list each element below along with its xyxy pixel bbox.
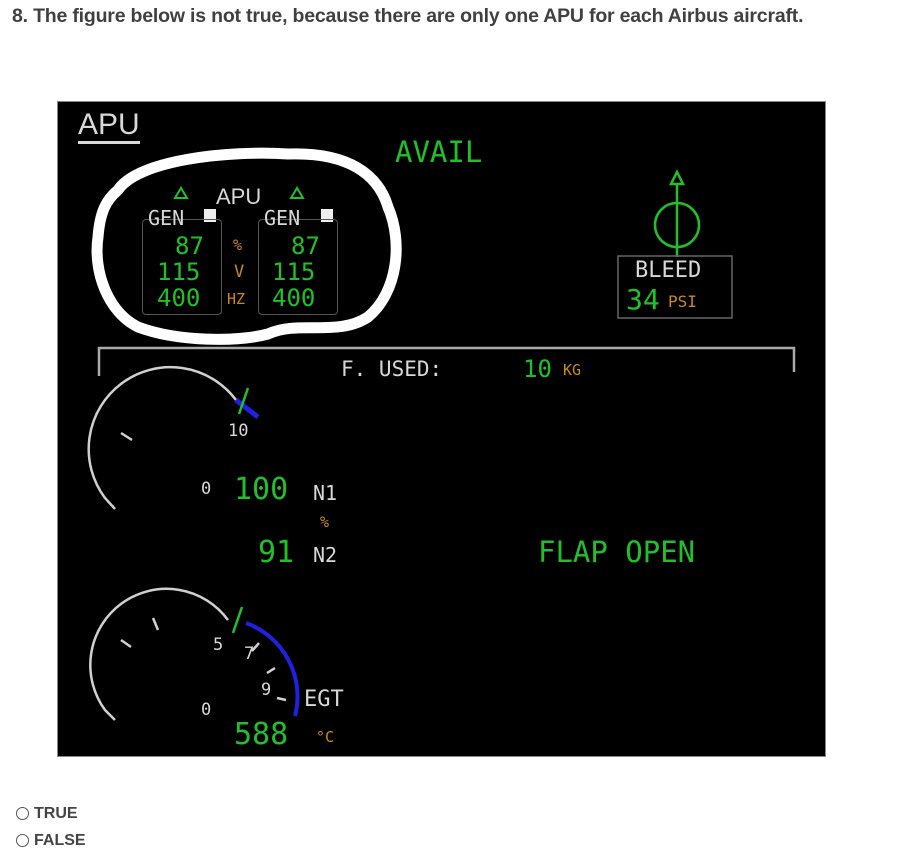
gen-right-freq: 400 <box>272 284 316 312</box>
unit-load: % <box>233 236 243 254</box>
n-gauge <box>87 365 260 510</box>
option-false-label: FALSE <box>34 831 86 849</box>
bleed-label: BLEED <box>635 258 702 283</box>
gen-left-triangle-icon <box>173 186 189 199</box>
gen-left-load: 87 <box>175 232 204 260</box>
n2-value: 91 <box>258 535 295 570</box>
ecam-apu-page-figure: APU AVAIL APU GEN GEN 87 115 400 % V HZ … <box>57 101 826 757</box>
bleed-value: 34 <box>626 283 660 316</box>
gen-right-box <box>258 219 338 315</box>
egt-unit: °C <box>316 728 335 746</box>
bleed-box <box>617 255 733 319</box>
fuel-used-unit: KG <box>563 361 582 379</box>
n1-label: N1 <box>313 481 338 505</box>
answer-options: TRUE FALSE <box>16 800 86 854</box>
egt-label: EGT <box>304 687 344 712</box>
radio-true[interactable] <box>16 807 29 820</box>
n-gauge-tick-10: 10 <box>228 421 249 441</box>
gen-right-triangle-icon <box>289 186 305 199</box>
egt-tick-5: 5 <box>213 635 224 655</box>
gen-header: APU <box>216 184 262 209</box>
page-title: APU <box>78 110 140 144</box>
option-true-label: TRUE <box>34 804 78 822</box>
option-false[interactable]: FALSE <box>16 827 86 854</box>
gen-left-box <box>142 219 222 315</box>
radio-false[interactable] <box>16 834 29 847</box>
gen-left-label: GEN <box>148 206 185 230</box>
egt-gauge <box>89 587 300 721</box>
n1-value: 100 <box>234 472 289 507</box>
unit-freq: HZ <box>227 290 246 308</box>
gen-right-label: GEN <box>264 206 301 230</box>
egt-value: 588 <box>234 717 289 752</box>
gen-left-volts: 115 <box>157 258 201 286</box>
apu-avail-status: AVAIL <box>395 135 483 169</box>
egt-tick-0: 0 <box>201 700 212 720</box>
bleed-unit: PSI <box>668 292 697 311</box>
gen-right-load: 87 <box>291 232 320 260</box>
ecam-graphics <box>87 147 796 721</box>
hand-drawn-highlight-circle <box>91 147 402 345</box>
n-gauge-tick-0: 0 <box>201 479 212 499</box>
fuel-used-label: F. USED: <box>341 357 443 381</box>
section-divider <box>97 346 796 376</box>
n-unit: % <box>320 513 330 531</box>
gen-right-contactor-icon <box>321 209 333 222</box>
fuel-used-value: 10 <box>523 355 552 383</box>
gen-right-volts: 115 <box>272 258 316 286</box>
question-text: 8. The figure below is not true, because… <box>12 5 804 27</box>
option-true[interactable]: TRUE <box>16 800 86 827</box>
n2-label: N2 <box>313 543 338 567</box>
gen-left-freq: 400 <box>157 284 201 312</box>
gen-left-contactor-icon <box>204 209 216 222</box>
bleed-valve-icon <box>653 169 701 257</box>
apu-flap-status: FLAP OPEN <box>538 535 696 569</box>
egt-tick-9: 9 <box>261 680 272 700</box>
egt-tick-7: 7 <box>244 644 255 664</box>
unit-volts: V <box>234 262 245 282</box>
